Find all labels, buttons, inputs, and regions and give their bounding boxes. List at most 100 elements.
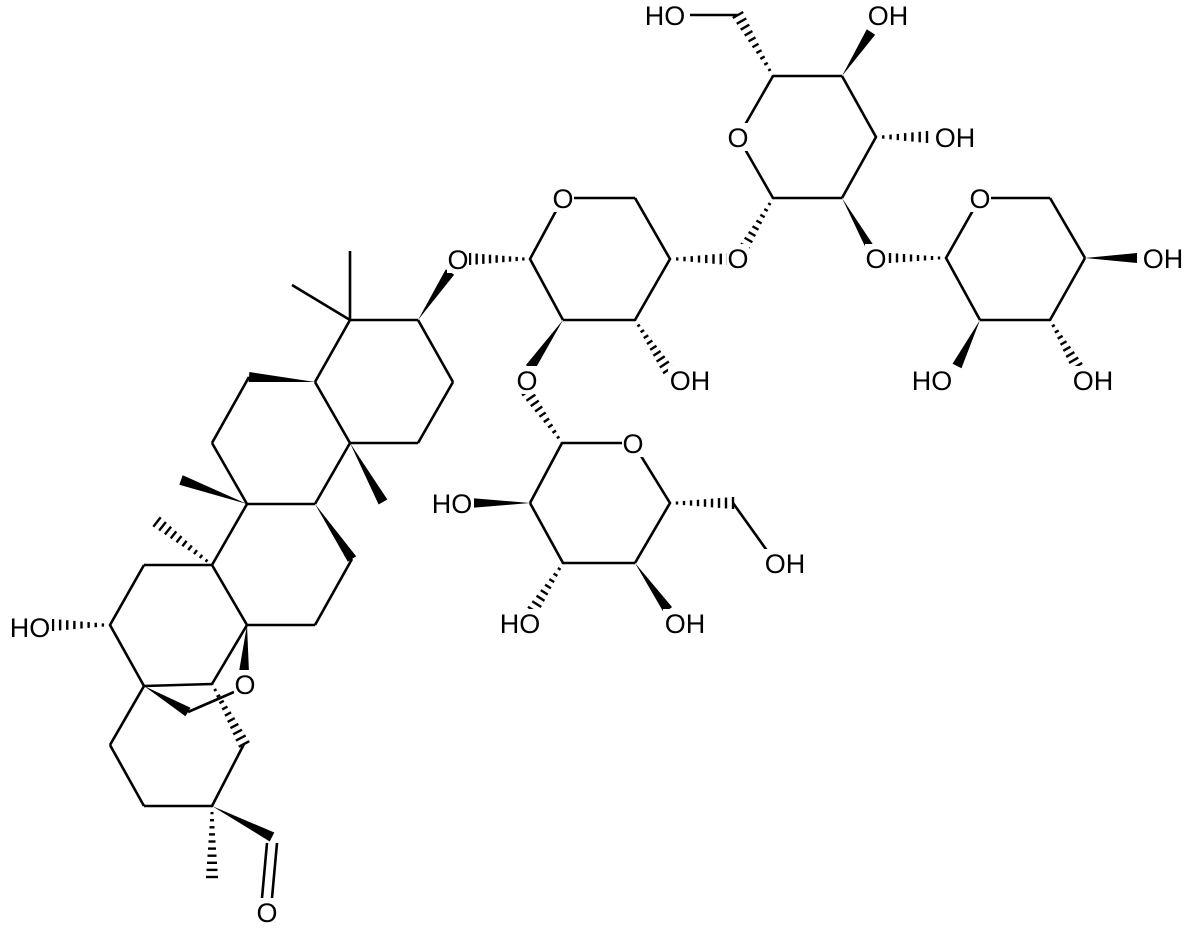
label-background	[643, 1, 687, 29]
hash-line	[227, 717, 236, 723]
hash-bond	[1048, 318, 1083, 371]
atom-label: OH	[665, 609, 706, 639]
hash-line	[198, 554, 204, 559]
hash-line	[652, 349, 662, 357]
hash-bond	[874, 131, 929, 143]
single-bond	[416, 381, 455, 444]
wedge-bond	[248, 372, 315, 382]
hash-line	[152, 516, 162, 528]
atom-label: OH	[765, 549, 806, 579]
hash-line	[751, 225, 760, 231]
hash-line	[530, 399, 540, 408]
label-background	[516, 366, 538, 394]
hash-line	[235, 734, 247, 742]
hash-line	[759, 213, 766, 219]
label-background	[447, 245, 469, 273]
hash-line	[771, 196, 775, 200]
single-bond	[210, 624, 249, 685]
single-bond	[528, 442, 564, 504]
hash-line	[743, 30, 754, 37]
hash-bond	[633, 318, 674, 375]
hash-line	[736, 17, 747, 25]
hash-line	[767, 68, 772, 72]
atom-label: HO	[10, 613, 51, 643]
hash-line	[633, 318, 637, 322]
wedge-bond	[212, 806, 275, 842]
wedge-bond	[179, 475, 247, 504]
hash-line	[646, 339, 654, 345]
atom-label: OH	[935, 123, 976, 153]
hash-bond	[668, 253, 730, 265]
single-bond	[270, 842, 279, 899]
hash-line	[221, 705, 229, 711]
hash-line	[218, 699, 225, 705]
atom-label: OH	[670, 366, 711, 396]
hash-line	[540, 589, 549, 596]
wedge-bond	[418, 269, 455, 320]
hash-line	[747, 230, 757, 238]
label-background	[430, 489, 474, 517]
hash-line	[544, 583, 552, 590]
single-bond	[1048, 197, 1087, 259]
single-bond	[944, 257, 982, 321]
hash-line	[639, 328, 645, 334]
hash-line	[216, 694, 221, 698]
hash-line	[551, 429, 557, 434]
hash-line	[759, 55, 766, 60]
single-bond	[210, 376, 251, 444]
wedge-bond	[315, 504, 357, 562]
hash-line	[534, 405, 543, 413]
hash-line	[1059, 340, 1068, 346]
single-bond	[210, 564, 249, 626]
label-background	[910, 366, 954, 394]
label-background	[1141, 244, 1185, 272]
hash-line	[1057, 334, 1064, 340]
wedge-bond	[1085, 253, 1137, 263]
hash-line	[747, 36, 757, 43]
atom-label: O	[969, 184, 990, 214]
atom-label: HO	[645, 1, 686, 31]
single-bond	[416, 319, 455, 383]
single-bond	[143, 682, 213, 688]
hash-line	[193, 549, 198, 555]
hash-line	[210, 682, 214, 686]
single-bond	[840, 136, 878, 199]
hash-line	[229, 722, 239, 730]
label-background	[865, 244, 887, 272]
single-bond	[313, 381, 352, 444]
label-background	[498, 609, 542, 637]
hash-bond	[51, 619, 112, 631]
atom-label: O	[256, 898, 277, 928]
wedge-bond	[239, 625, 249, 673]
hash-line	[187, 544, 193, 551]
atom-label: O	[516, 366, 537, 396]
label-background	[234, 670, 256, 698]
single-bond	[528, 502, 565, 564]
hash-line	[232, 728, 243, 736]
hash-line	[643, 334, 649, 340]
single-bond	[187, 690, 235, 714]
hash-bond	[732, 10, 775, 78]
wedge-bond	[144, 686, 191, 717]
single-bond	[633, 258, 672, 321]
label-background	[8, 613, 52, 641]
single-bond	[840, 75, 878, 138]
hash-line	[525, 393, 537, 402]
hash-line	[659, 360, 670, 369]
wedge-bond	[525, 320, 563, 371]
atom-label: OH	[868, 1, 909, 31]
hash-line	[636, 323, 641, 328]
label-background	[256, 898, 278, 926]
hash-bond	[468, 253, 532, 265]
single-bond	[210, 503, 249, 566]
hash-line	[763, 207, 769, 213]
label-background	[552, 184, 574, 212]
atom-label: O	[865, 244, 886, 274]
wedge-bond	[635, 563, 673, 613]
label-background	[763, 549, 807, 577]
hash-line	[755, 219, 763, 225]
hash-bond	[206, 804, 218, 879]
atom-label: HO	[500, 609, 541, 639]
atom-label: O	[727, 244, 748, 274]
label-background	[663, 609, 707, 637]
